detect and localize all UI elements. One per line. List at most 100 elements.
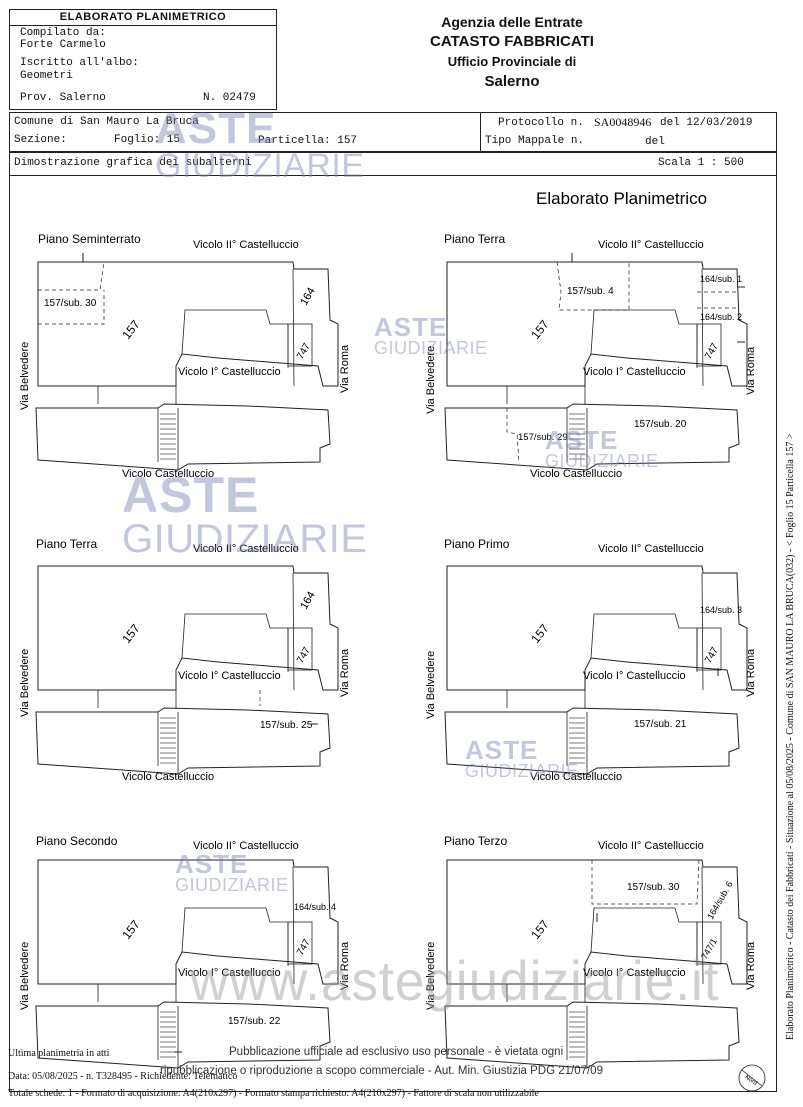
dimostrazione: Dimostrazione grafica dei subalterni [14, 157, 252, 169]
plan-1-p747: 747 [295, 341, 313, 361]
plan-2-title: Piano Terra [444, 232, 505, 246]
agency-office: Ufficio Provinciale di [447, 54, 577, 69]
plan-3-roma: Via Roma [339, 648, 351, 697]
plan-5-title: Piano Secondo [36, 834, 118, 848]
plan-4-sub-d: 157/sub. 21 [634, 719, 687, 730]
north-compass: Nord [738, 1064, 766, 1092]
protocollo-date: del 12/03/2019 [660, 117, 753, 129]
plan-3-p164: 164 [298, 590, 318, 612]
divider [9, 175, 777, 176]
plan-2-vicolo: Vicolo Castelluccio [530, 468, 622, 480]
compiled-by-box: ELABORATO PLANIMETRICO Compilato da: For… [9, 9, 277, 110]
divider [9, 151, 777, 152]
plan-4-belvedere: Via Belvedere [425, 651, 437, 719]
plan-5-sub-d: 157/sub. 22 [228, 1016, 281, 1027]
drawing-title: Elaborato Planimetrico [536, 189, 707, 208]
plan-1-p164: 164 [298, 286, 318, 308]
divider [480, 112, 482, 152]
plan-2-sub-b: 164/sub. 1 [700, 274, 742, 284]
divider [9, 112, 777, 113]
scale: Scala 1 : 500 [658, 157, 744, 169]
plan-2-sub-e: 157/sub. 29 [518, 432, 568, 443]
plan-5-roma: Via Roma [339, 941, 351, 990]
province-label: Prov. Salerno [20, 92, 106, 104]
comune: Comune di San Mauro La Bruca [14, 116, 199, 128]
plan-3-vicolo1: Vicolo I° Castelluccio [178, 670, 281, 682]
agency-heading: Agenzia delle Entrate CATASTO FABBRICATI… [372, 12, 652, 92]
plan-4-title: Piano Primo [444, 537, 510, 551]
plan-6-roma: Via Roma [745, 941, 757, 990]
plan-2-belvedere: Via Belvedere [425, 346, 437, 414]
plan-2-sub-c: 164/sub. 2 [700, 312, 742, 322]
agency-department: CATASTO FABBRICATI [430, 33, 594, 50]
plan-5-p747: 747 [295, 937, 313, 957]
plan-2-p157: 157 [528, 317, 552, 342]
plan-3-vicolo2: Vicolo II° Castelluccio [193, 543, 299, 555]
plan-5-belvedere: Via Belvedere [19, 942, 31, 1010]
plan-5-p157: 157 [119, 917, 143, 942]
registered-value: Geometri [20, 70, 73, 82]
plan-6-belvedere: Via Belvedere [425, 942, 437, 1010]
plan-6-vicolo1: Vicolo I° Castelluccio [583, 967, 686, 979]
protocollo-label: Protocollo n. [498, 117, 584, 129]
plan-4-p747: 747 [703, 645, 721, 665]
footer-pubblicazione-2: ripubblicazione o riproduzione a scopo c… [160, 1065, 603, 1077]
compiled-by-value: Forte Carmelo [20, 39, 106, 51]
drawing-frame [9, 176, 777, 1092]
plan-4-vicolo1: Vicolo I° Castelluccio [583, 670, 686, 682]
plan-2-vicolo1: Vicolo I° Castelluccio [583, 366, 686, 378]
plan-6-title: Piano Terzo [444, 834, 507, 848]
plan-5-vicolo2: Vicolo II° Castelluccio [193, 840, 299, 852]
north-label: Nord [744, 1075, 758, 1087]
plan-3-title: Piano Terra [36, 537, 97, 551]
tipo-mappale: Tipo Mappale n. [485, 135, 585, 147]
divider [9, 152, 777, 153]
plan-2-vicolo2: Vicolo II° Castelluccio [598, 239, 704, 251]
plan-2-sub-a: 157/sub. 4 [567, 286, 614, 297]
plan-1-vicolo: Vicolo Castelluccio [122, 468, 214, 480]
plan-3-vicolo: Vicolo Castelluccio [122, 771, 214, 783]
plan-6-p157: 157 [528, 917, 552, 942]
plan-2-sub-d: 157/sub. 20 [634, 419, 687, 430]
plan-3-p157: 157 [119, 621, 143, 646]
registration-number: N. 02479 [203, 92, 256, 104]
side-caption: Elaborato Planimetrico - Catasto dei Fab… [785, 433, 796, 1040]
plan-1-sub-a: 157/sub. 30 [44, 298, 97, 309]
footer-data: Data: 05/08/2025 - n. T328495 - Richiede… [8, 1071, 238, 1082]
plan-4-p157: 157 [528, 621, 552, 646]
divider [776, 112, 778, 176]
plan-2-p747: 747 [703, 341, 721, 361]
registered-label: Iscritto all'albo: [20, 57, 139, 69]
plan-3-sub-d: 157/sub. 25 [260, 720, 313, 731]
sezione-label: Sezione: [14, 134, 67, 146]
compiled-by-label: Compilato da: [20, 27, 106, 39]
plan-1-title: Piano Seminterrato [38, 232, 141, 246]
footer-pubblicazione-1: Pubblicazione ufficiale ad esclusivo uso… [229, 1046, 564, 1058]
plan-1-vicolo1: Vicolo I° Castelluccio [178, 366, 281, 378]
plan-3-p747: 747 [295, 645, 313, 665]
plan-1-p157: 157 [119, 317, 143, 342]
agency-city: Salerno [484, 73, 540, 90]
plan-1-roma: Via Roma [339, 344, 351, 393]
protocollo-number: SA0048946 [594, 115, 652, 129]
plan-4-vicolo: Vicolo Castelluccio [530, 771, 622, 783]
agency-name: Agenzia delle Entrate [441, 14, 583, 30]
plan-3-belvedere: Via Belvedere [19, 649, 31, 717]
particella: Particella: 157 [258, 135, 358, 147]
plan-5-vicolo1: Vicolo I° Castelluccio [178, 967, 281, 979]
plan-6-sub-b: 164/sub. 6 [705, 880, 735, 921]
tipo-mappale-date: del [645, 136, 665, 148]
plan-4-vicolo2: Vicolo II° Castelluccio [598, 543, 704, 555]
plan-4-sub-b: 164/sub. 3 [700, 605, 742, 615]
plan-2-roma: Via Roma [745, 346, 757, 395]
foglio: Foglio: 15 [114, 134, 181, 146]
plan-6-sub-a: 157/sub. 30 [627, 882, 680, 893]
plan-1-vicolo2: Vicolo II° Castelluccio [193, 239, 299, 251]
footer-ultima: Ultima planimetria in atti [8, 1048, 110, 1059]
plan-4-roma: Via Roma [745, 648, 757, 697]
footer-totale: Totale schede: 1 - Formato di acquisizio… [8, 1088, 539, 1099]
plan-6-sub-c: 747/1 [699, 936, 719, 961]
plan-6-vicolo2: Vicolo II° Castelluccio [598, 840, 704, 852]
doc-title: ELABORATO PLANIMETRICO [10, 10, 276, 26]
